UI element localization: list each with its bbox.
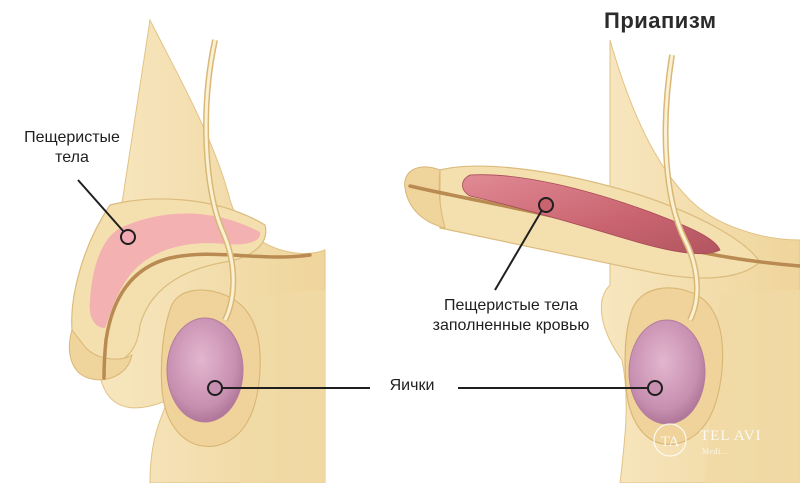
pointer-dot-testes-left [207,380,223,396]
right-glans [404,166,446,229]
right-cavernous-body [462,174,721,255]
priapism-anatomy [404,39,800,484]
right-thigh [705,290,800,483]
watermark-monogram: TA [661,434,680,450]
pointer-dot-cavernous-right [538,197,554,213]
pointer-line-cavernous-right [494,209,543,291]
pointer-dot-cavernous-left [120,229,136,245]
pointer-dot-testes-right [647,380,663,396]
pointer-lines [77,179,663,396]
watermark-name: TEL AVI [700,428,762,444]
label-testes: Яички [389,377,435,394]
pointer-line-cavernous-left [77,179,125,233]
label-cavernous-filled: Пещеристые тела заполненные кровью [376,296,646,336]
left-urethra [102,252,312,380]
watermark-logo: TA [653,423,687,457]
watermark-sub: Medi... [702,447,729,456]
left-thigh [240,290,325,483]
label-cavernous-bodies-line1: Пещеристые [24,129,120,146]
left-testis [166,317,244,423]
label-cavernous-bodies-line2: тела [55,149,89,166]
label-cavernous-bodies: Пещеристые тела [2,128,142,168]
normal-anatomy [68,18,326,484]
page-title: Приапизм [604,8,717,33]
label-cavernous-filled-line1: Пещеристые тела [443,297,579,314]
left-cord-highlight [204,39,235,321]
right-cord-highlight [664,54,699,321]
label-cavernous-filled-line2: заполненные кровью [432,317,590,334]
